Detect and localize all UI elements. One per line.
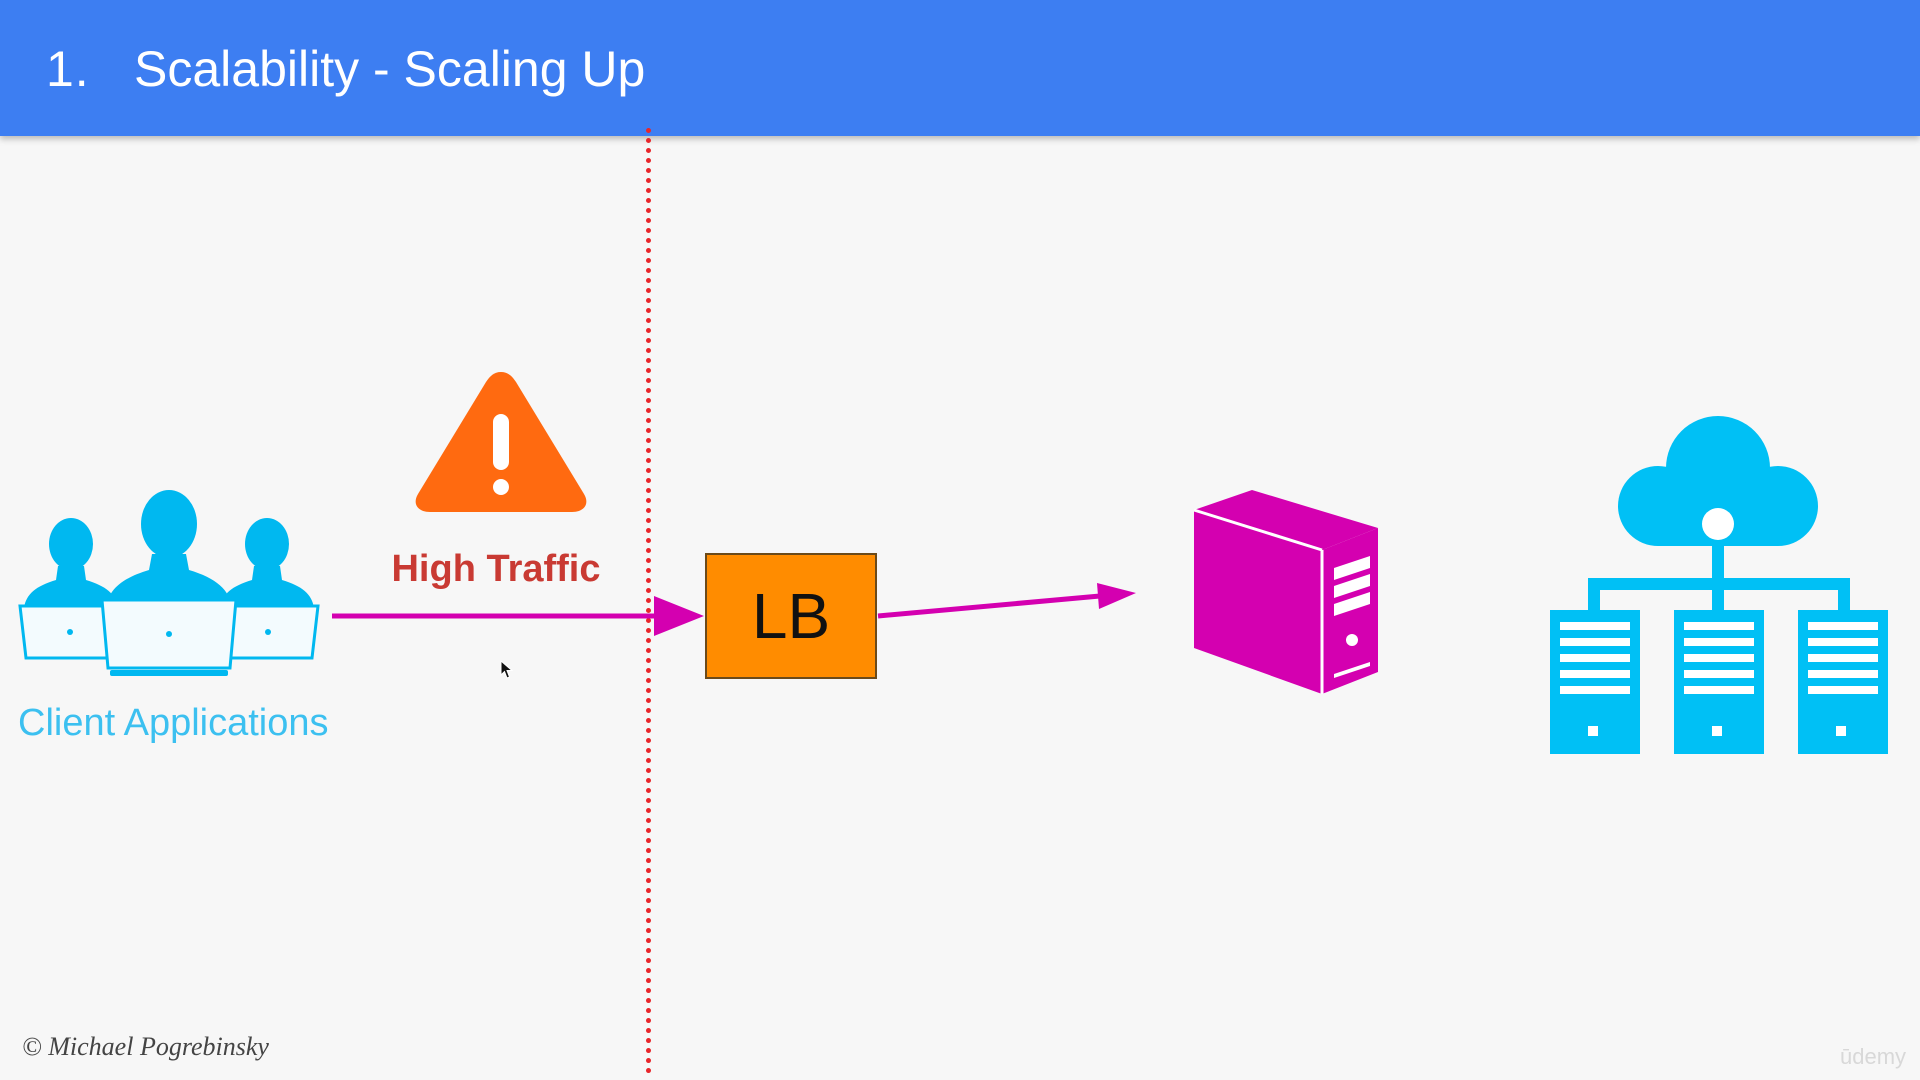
slide-title: Scalability - Scaling Up (134, 41, 646, 97)
network-boundary-line (646, 128, 651, 1074)
clients-to-lb-arrowhead (654, 596, 704, 636)
load-balancer-box: LB (705, 553, 877, 679)
warning-label: High Traffic (391, 548, 601, 590)
lb-to-server-arrowhead (1097, 583, 1136, 609)
copyright-text: © Michael Pogrebinsky (22, 1032, 269, 1061)
server-tower-icon (1193, 490, 1378, 694)
slide-number: 1. (46, 41, 90, 97)
lb-to-server-arrow-line (877, 593, 1101, 619)
load-balancer-label: LB (751, 580, 831, 652)
mouse-cursor-icon (500, 660, 514, 679)
udemy-watermark: ūdemy (1840, 1044, 1907, 1069)
slide-header: 1. Scalability - Scaling Up (0, 0, 1920, 136)
cloud-server-cluster-icon (1550, 416, 1888, 754)
warning-icon (415, 372, 587, 512)
users-with-laptops-icon (18, 490, 320, 676)
clients-label: Client Applications (18, 702, 329, 744)
